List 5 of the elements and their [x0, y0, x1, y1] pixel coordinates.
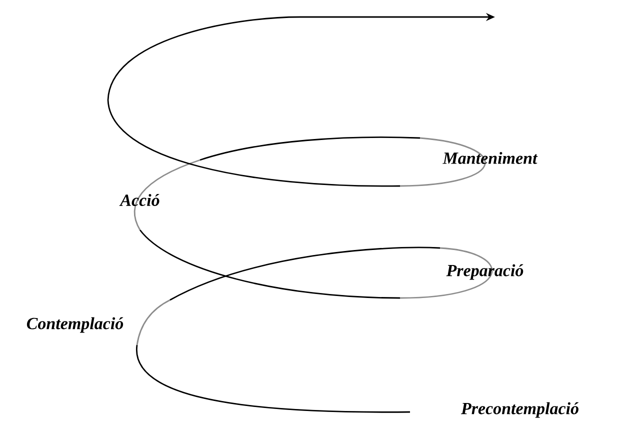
- stage-label: Preparació: [446, 264, 524, 280]
- stage-label: Manteniment: [442, 152, 538, 164]
- stage-label: Contemplació: [26, 317, 124, 333]
- stage-label: Precontemplació: [460, 402, 578, 418]
- stage-label: Acció: [119, 194, 160, 206]
